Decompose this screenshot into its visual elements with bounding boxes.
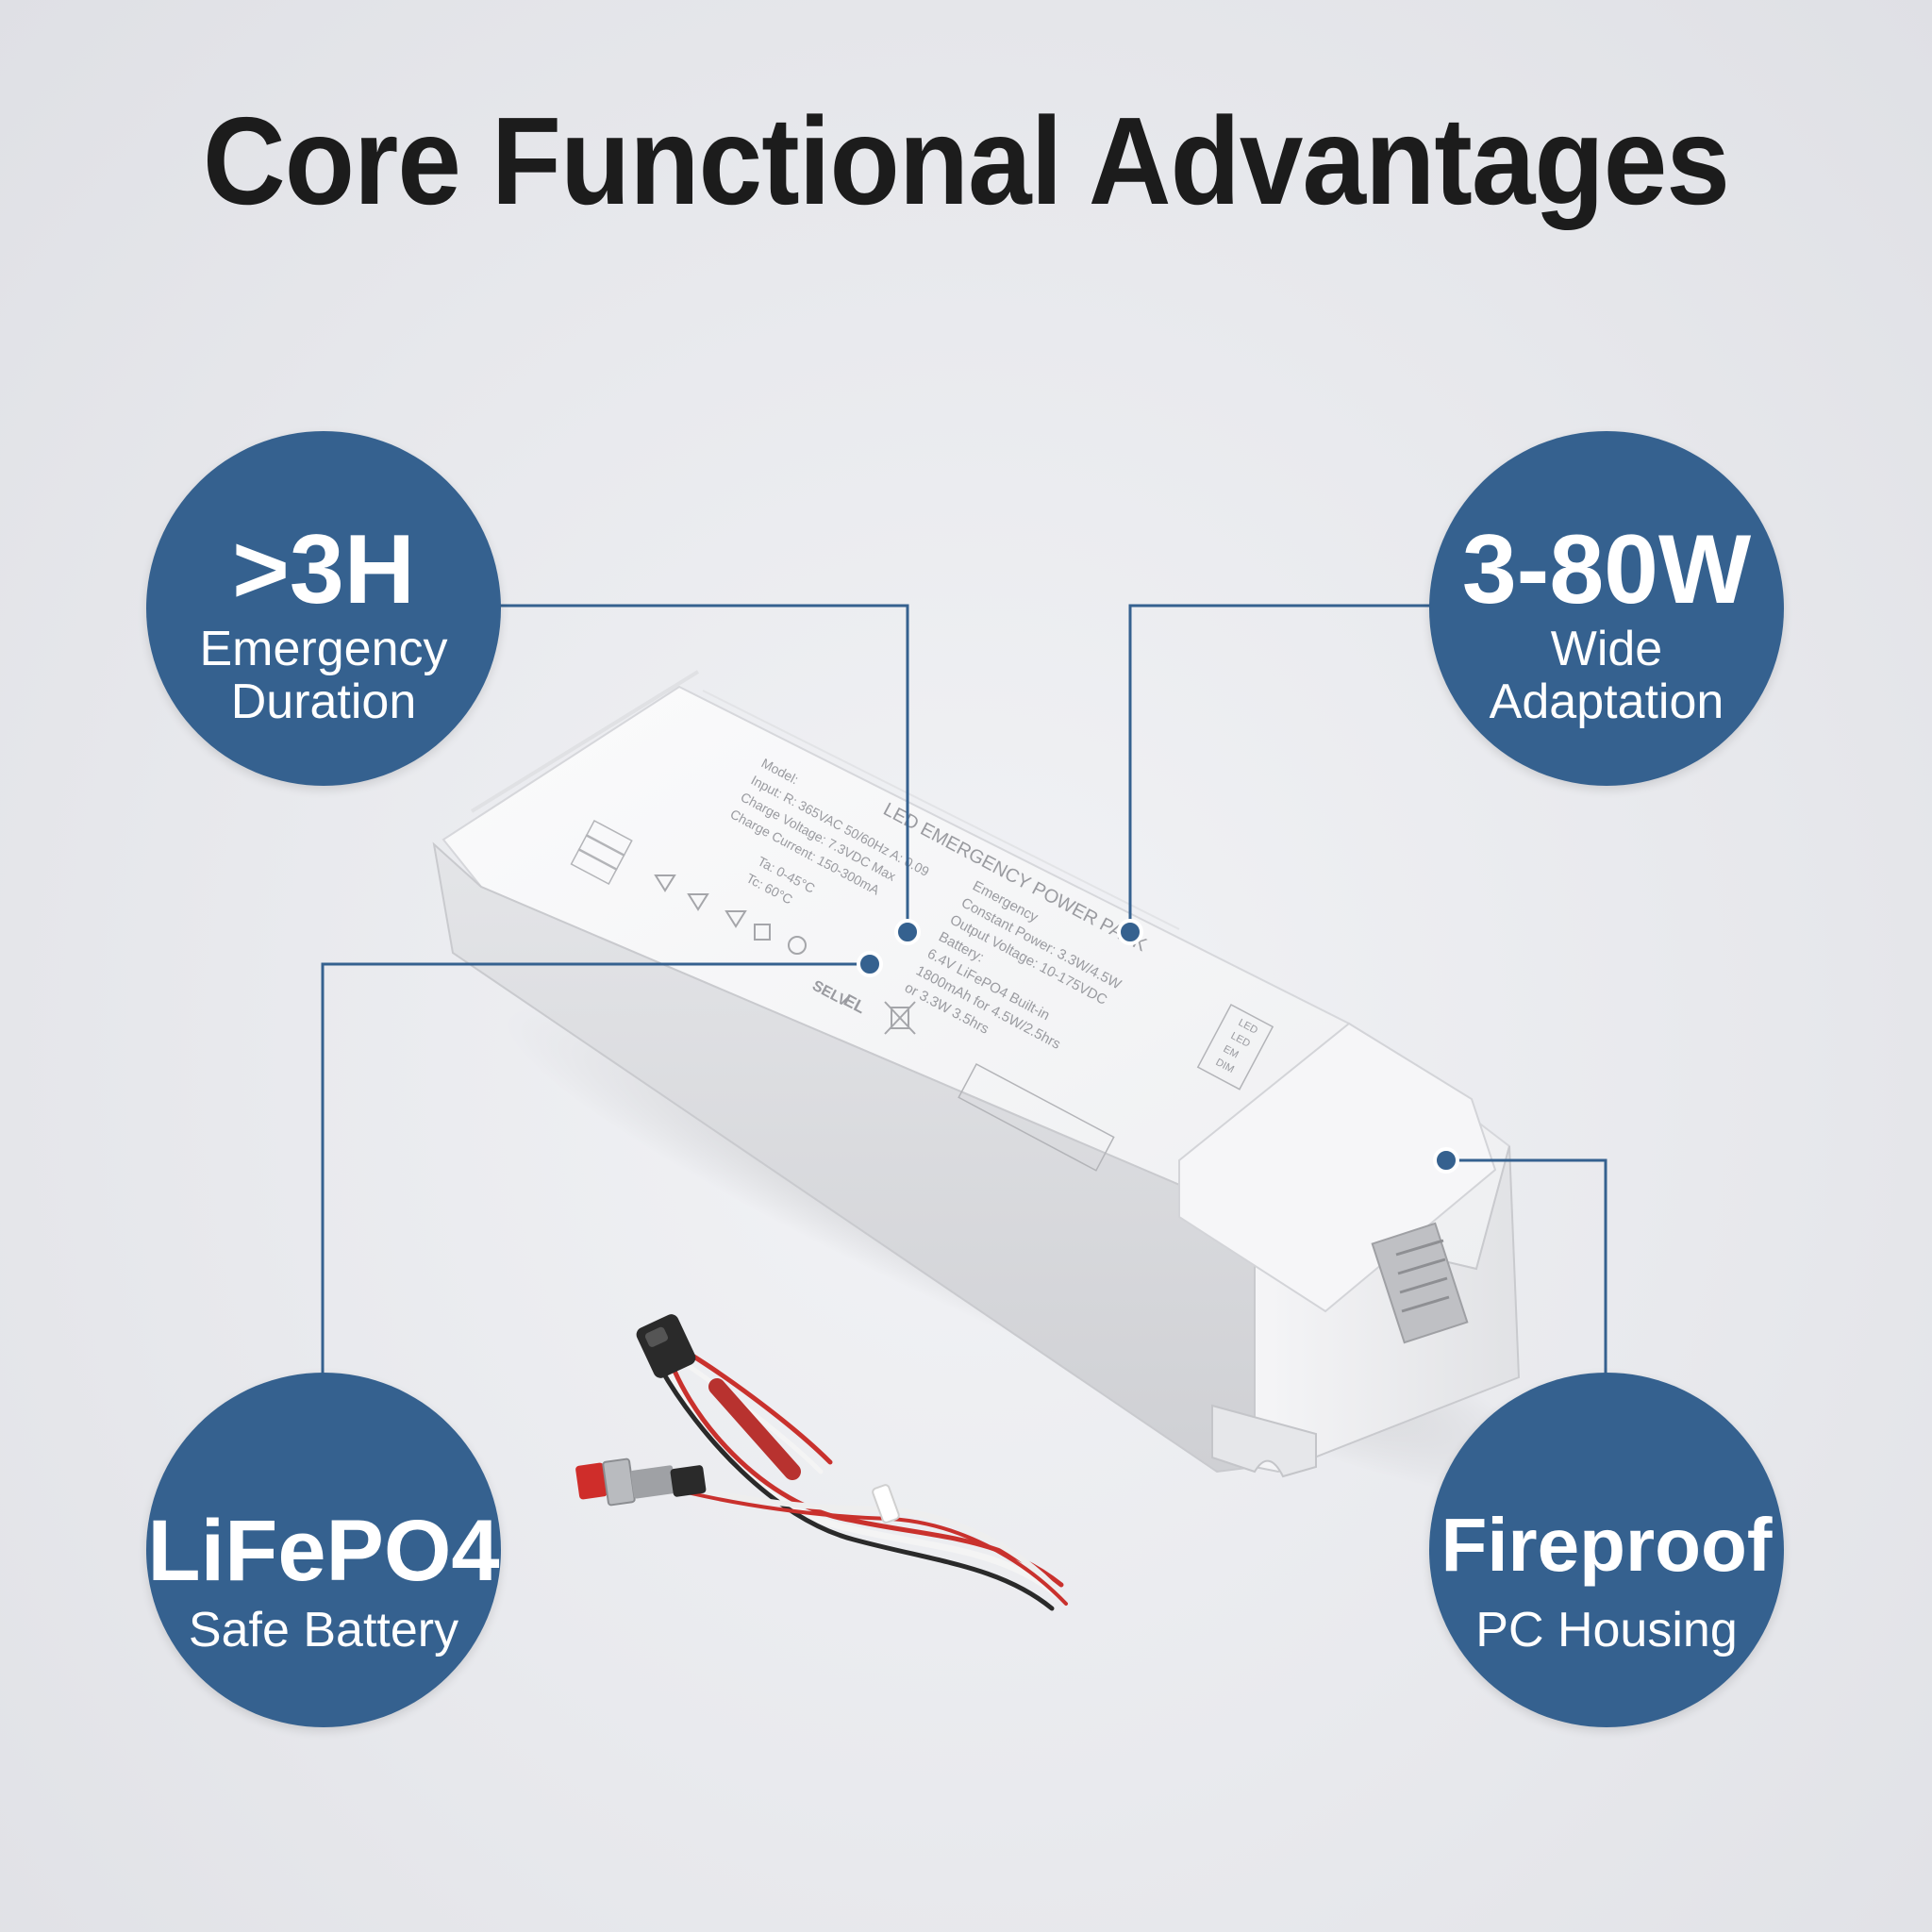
badge-value: Fireproof [1441,1503,1773,1587]
cert-icons [654,874,807,955]
badge-caption: Safe Battery [188,1603,459,1657]
page-title: Core Functional Advantages [202,92,1730,230]
badge-caption: PC Housing [1475,1603,1738,1657]
callout-dot-power [1117,919,1143,945]
callout-line-duration [500,604,909,932]
badge-value: 3-80W [1461,515,1752,625]
rocker-switch [636,1314,696,1378]
callout-line-housing [1446,1158,1607,1392]
badge-wide-adaptation: 3-80W Wide Adaptation [1429,431,1784,786]
red-sleeve [708,1378,801,1480]
badge-emergency-duration: >3H Emergency Duration [146,431,501,786]
callout-dot-duration [894,919,921,945]
callout-line-battery [321,962,870,1392]
housing-end-cap [1178,1022,1497,1313]
badge-value: LiFePO4 [147,1503,500,1599]
badge-caption: Wide Adaptation [1429,623,1784,728]
callout-line-power [1128,604,1432,932]
callout-dot-battery [857,951,883,977]
callout-dot-housing [1433,1147,1459,1174]
terminal-slots [1395,1239,1450,1313]
cable-tie [872,1484,900,1524]
label-boxes [570,819,1274,1172]
weee-icon [884,1001,916,1035]
push-button-icon [575,1457,707,1507]
terminal-connector [1371,1222,1469,1344]
badge-caption-line: Emergency [199,622,448,676]
mounting-tab [1211,1404,1317,1478]
callout-dots [857,919,1459,1174]
badge-value: >3H [232,515,415,625]
badge-caption: Emergency Duration [146,623,501,728]
badge-safe-battery: LiFePO4 Safe Battery [146,1373,501,1727]
badge-fireproof-housing: Fireproof PC Housing [1429,1373,1784,1727]
badge-caption-line: Duration [230,675,417,729]
callout-lines [321,604,1607,1392]
badge-caption-line: Adaptation [1489,675,1724,729]
badge-caption-line: Wide [1550,622,1663,676]
